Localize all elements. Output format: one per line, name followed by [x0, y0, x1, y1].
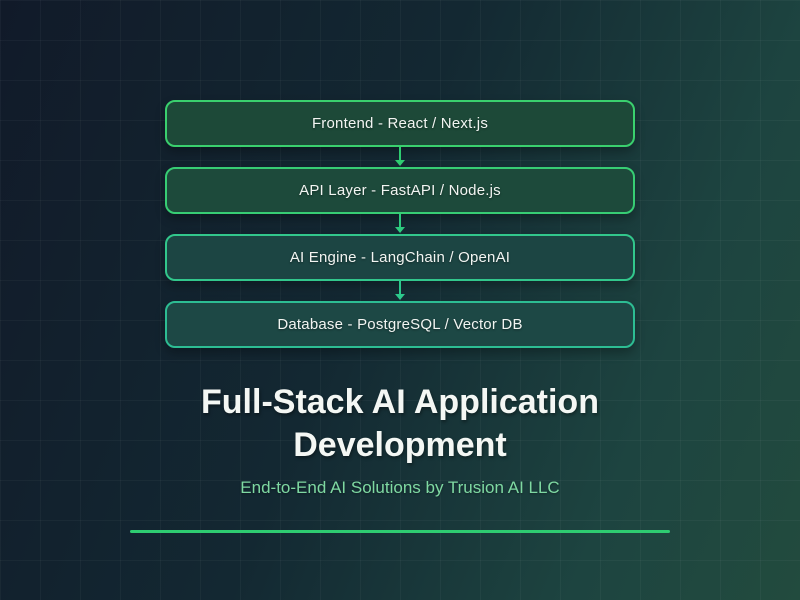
node-database: Database - PostgreSQL / Vector DB — [165, 301, 635, 348]
arrow-down-icon — [395, 281, 405, 301]
arrow-line — [399, 281, 401, 295]
node-api-layer: API Layer - FastAPI / Node.js — [165, 167, 635, 214]
arrow-head — [395, 227, 405, 233]
node-api-layer-label: API Layer - FastAPI / Node.js — [299, 182, 501, 199]
page-title: Full-Stack AI Application Development — [201, 383, 599, 464]
node-ai-engine: AI Engine - LangChain / OpenAI — [165, 234, 635, 281]
arrow-head — [395, 160, 405, 166]
title-block: Full-Stack AI Application Development — [0, 381, 800, 467]
subtitle-text: End-to-End AI Solutions by Trusion AI LL… — [240, 478, 560, 497]
arrow-down-icon — [395, 214, 405, 234]
node-frontend: Frontend - React / Next.js — [165, 100, 635, 147]
arrow-down-icon — [395, 147, 405, 167]
arrow-line — [399, 147, 401, 161]
arrow-line — [399, 214, 401, 228]
node-ai-engine-label: AI Engine - LangChain / OpenAI — [289, 249, 511, 266]
node-frontend-label: Frontend - React / Next.js — [311, 115, 489, 132]
node-database-label: Database - PostgreSQL / Vector DB — [277, 316, 523, 333]
arrow-head — [395, 294, 405, 300]
divider-line — [130, 530, 670, 533]
architecture-flowchart: Frontend - React / Next.js API Layer - F… — [165, 100, 635, 348]
